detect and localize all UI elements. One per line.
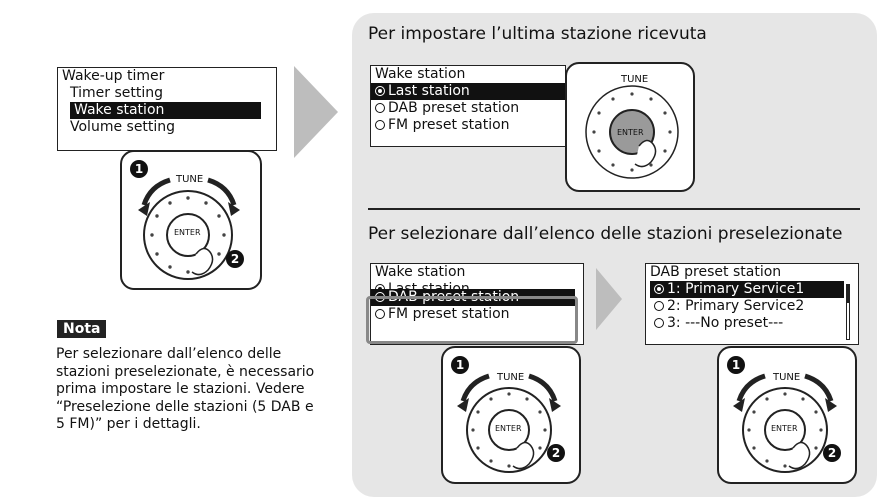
section1-heading: Per impostare l’ultima stazione ricevuta [368, 24, 707, 44]
option-last-station[interactable]: Last station [371, 83, 565, 100]
radio-icon [654, 318, 664, 328]
radio-icon [375, 309, 385, 319]
tune-label: TUNE [497, 372, 525, 383]
menu-item-timer-setting[interactable]: Timer setting [70, 85, 164, 101]
radio-icon [375, 103, 385, 113]
preset-item-2[interactable]: 2: Primary Service2 [650, 298, 858, 315]
radio-icon [654, 301, 664, 311]
enter-label: ENTER [495, 424, 522, 433]
tune-knob-enter-illustration: TUNE ENTER [565, 62, 695, 192]
option-fm-preset[interactable]: FM preset station [371, 306, 583, 323]
option-last-station-partial: Last station [371, 281, 583, 289]
arrow-right-icon [294, 66, 338, 158]
radio-selected-icon [375, 86, 385, 96]
enter-label: ENTER [771, 424, 798, 433]
scrollbar-thumb[interactable] [847, 285, 849, 303]
screen-title: Wake station [375, 66, 466, 82]
tune-label: TUNE [176, 174, 204, 185]
highlight-frame [366, 296, 578, 344]
menu-item-volume-setting[interactable]: Volume setting [70, 119, 176, 135]
screen-title: Wake-up timer [62, 68, 165, 84]
step-1-badge: 1 [130, 160, 148, 178]
section2-heading: Per selezionare dall’elenco delle stazio… [368, 224, 843, 244]
arrow-right-icon [596, 268, 622, 330]
screen-title: DAB preset station [650, 264, 782, 280]
wake-up-timer-screen: Wake-up timer Timer setting Wake station… [57, 67, 277, 151]
radio-selected-icon [375, 284, 385, 289]
step-2-badge: 2 [823, 444, 841, 462]
tune-knob-illustration: TUNE ENTER 1 2 [717, 346, 857, 484]
section-divider [368, 208, 860, 210]
tune-knob-illustration: TUNE ENTER 1 2 [441, 346, 581, 484]
step-1-badge: 1 [727, 356, 745, 374]
enter-label: ENTER [617, 128, 644, 137]
step-2-badge: 2 [226, 250, 244, 268]
step-2-badge: 2 [547, 444, 565, 462]
radio-selected-icon [654, 284, 664, 294]
nota-label: Nota [57, 320, 107, 338]
wake-station-screen-1: Wake station Last station DAB preset sta… [370, 65, 566, 147]
option-fm-preset[interactable]: FM preset station [371, 117, 565, 134]
step-1-badge: 1 [451, 356, 469, 374]
dab-preset-screen: DAB preset station 1: Primary Service1 2… [645, 263, 859, 345]
screen-title: Wake station [375, 264, 466, 280]
tune-label: TUNE [621, 74, 649, 85]
radio-icon [375, 120, 385, 130]
tune-label: TUNE [773, 372, 801, 383]
preset-item-1[interactable]: 1: Primary Service1 [650, 281, 844, 298]
tune-knob-illustration: TUNE ENTER 1 2 [120, 150, 262, 290]
preset-item-3[interactable]: 3: ---No preset--- [650, 315, 858, 332]
scrollbar[interactable] [846, 284, 850, 340]
menu-item-wake-station[interactable]: Wake station [70, 102, 261, 119]
nota-text: Per selezionare dall’elenco delle stazio… [56, 346, 315, 432]
enter-label: ENTER [174, 228, 201, 237]
option-dab-preset[interactable]: DAB preset station [371, 100, 565, 117]
